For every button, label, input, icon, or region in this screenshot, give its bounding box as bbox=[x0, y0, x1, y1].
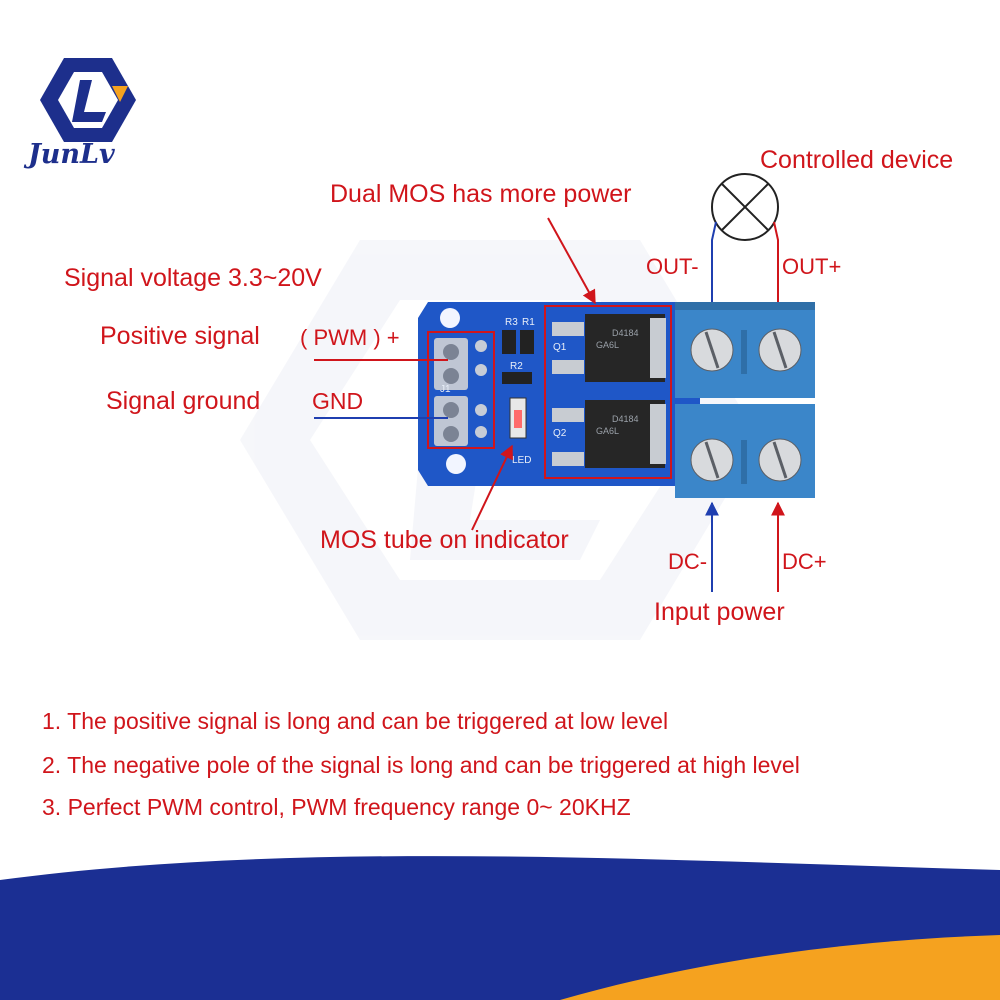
silk-led: LED bbox=[512, 455, 531, 466]
signal-ground-label: Signal ground bbox=[106, 387, 261, 415]
out-minus-wire bbox=[711, 221, 717, 302]
signal-header-highlight bbox=[427, 331, 495, 449]
out-plus-label: OUT+ bbox=[782, 254, 842, 279]
brand-logo-icon bbox=[40, 58, 136, 142]
note-2: 2. The negative pole of the signal is lo… bbox=[42, 752, 800, 778]
dual-mos-arrow bbox=[547, 217, 596, 305]
silk-q1: Q1 bbox=[553, 342, 567, 353]
footer-wave bbox=[0, 856, 1000, 1000]
dc-plus-label: DC+ bbox=[782, 549, 827, 574]
silk-j1: J1 bbox=[440, 384, 451, 395]
silk-r2: R2 bbox=[510, 361, 523, 372]
input-power-label: Input power bbox=[654, 598, 785, 626]
chip-marking-2: D4184 bbox=[612, 414, 639, 424]
out-minus-label: OUT- bbox=[646, 254, 699, 279]
out-plus-wire bbox=[773, 221, 779, 302]
silk-q2: Q2 bbox=[553, 428, 567, 439]
pcb-board: R3 R1 R2 Q1 Q2 LED J1 GA6L D4184 GA6L D4… bbox=[418, 302, 700, 486]
silk-r1: R1 bbox=[522, 317, 535, 328]
terminal-block-in bbox=[675, 404, 815, 498]
lamp-icon bbox=[711, 173, 779, 241]
pwm-label: ( PWM ) + bbox=[300, 325, 400, 350]
silk-r3: R3 bbox=[505, 317, 518, 328]
dc-minus-label: DC- bbox=[668, 549, 708, 574]
note-1: 1. The positive signal is long and can b… bbox=[42, 708, 669, 734]
gnd-label: GND bbox=[312, 388, 364, 414]
chip-marking-1: D4184 bbox=[612, 328, 639, 338]
note-3: 3. Perfect PWM control, PWM frequency ra… bbox=[42, 794, 631, 820]
brand-name: JunLv bbox=[28, 139, 115, 170]
chip-code-2: GA6L bbox=[596, 426, 619, 436]
signal-voltage-label: Signal voltage 3.3~20V bbox=[64, 264, 322, 292]
dual-mos-label: Dual MOS has more power bbox=[330, 180, 632, 208]
controlled-device-label: Controlled device bbox=[760, 146, 954, 174]
mos-highlight bbox=[544, 305, 672, 479]
indicator-arrow bbox=[471, 444, 513, 531]
mos-indicator-label: MOS tube on indicator bbox=[320, 526, 569, 554]
terminal-block-out bbox=[675, 302, 815, 398]
chip-code-1: GA6L bbox=[596, 340, 619, 350]
positive-signal-label: Positive signal bbox=[100, 322, 260, 350]
